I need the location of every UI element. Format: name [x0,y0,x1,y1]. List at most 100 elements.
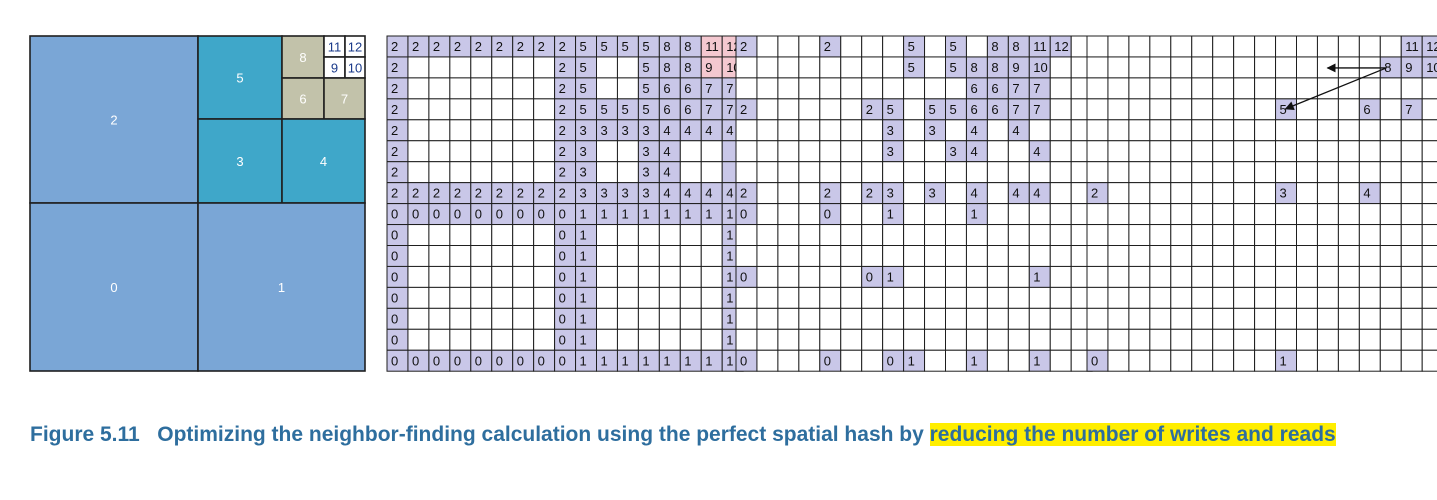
hash-cell-rect [861,119,884,142]
hash-cell-label: 5 [580,102,587,117]
hash-cell [1379,307,1402,330]
hash-cell [1379,35,1402,58]
hash-cell-rect [428,265,451,288]
hash-cell-rect [735,140,758,163]
hash-cell-rect [1049,77,1072,100]
hash-cell [1212,161,1235,184]
hash-cell-rect [616,77,639,100]
hash-cell-rect [1149,77,1172,100]
hash-cell [533,98,556,121]
hash-cell-rect [491,56,514,79]
hash-cell: 3 [575,119,597,142]
hash-cell [840,35,863,58]
hash-cell-label: 7 [1012,81,1019,96]
hash-cell-label: 2 [740,39,747,54]
hash-cell-rect [512,98,535,121]
hash-cell: 0 [386,224,409,247]
hash-cell [798,307,821,330]
hash-cell [1028,286,1051,309]
hash-cell [1049,119,1072,142]
hash-cell-rect [1296,203,1318,226]
hash-cell [1296,161,1318,184]
hash-cell-rect [1191,203,1214,226]
hash-cell-rect [840,119,863,142]
hash-cell: 2 [491,35,514,58]
hash-cell-label: 5 [642,81,649,96]
hash-cell [1316,98,1339,121]
hash-cell [1212,35,1235,58]
hash-cell-rect [1007,349,1030,372]
hash-cell [1421,307,1437,330]
hash-cell-rect [1191,182,1214,205]
hash-cell-rect [1128,77,1151,100]
hash-cell [840,265,863,288]
hash-cell: 6 [965,98,988,121]
hash-cell-rect [1337,119,1360,142]
hash-cell: 1 [596,349,618,372]
hash-cell [1358,224,1381,247]
hash-cell [1007,349,1030,372]
hash-cell-rect [1316,349,1339,372]
hash-cell: 2 [386,161,409,184]
hash-cell-rect [700,140,723,163]
hash-cell [1254,140,1277,163]
hash-cell [1233,98,1256,121]
hash-cell: 1 [658,203,681,226]
hash-cell-rect [1191,161,1214,184]
hash-cell [491,77,514,100]
hash-cell [616,245,639,267]
hash-cell-rect [428,161,451,184]
hash-cell [428,119,451,142]
hash-cell [512,307,535,330]
hash-cell [407,140,430,163]
hash-cell [840,245,863,267]
hash-cell [1212,349,1235,372]
hash-cell [470,119,493,142]
hash-cell-label: 5 [601,102,608,117]
hash-cell-rect [840,77,863,100]
hash-cell-label: 1 [726,207,733,222]
hash-cell [819,328,842,351]
hash-cell-label: 5 [580,60,587,75]
hash-cell: 3 [575,161,597,184]
hash-cell-rect [882,328,905,351]
hash-cell-rect [1233,265,1256,288]
hash-cell [756,265,779,288]
hash-cell [1028,203,1051,226]
hash-cell-rect [1128,35,1151,58]
hash-cell-rect [798,349,821,372]
hash-cell-rect [658,286,681,309]
hash-cell-rect [840,286,863,309]
hash-cell [945,286,967,309]
hash-cell: 7 [1007,98,1030,121]
hash-cell [1316,224,1339,247]
hash-cell-rect [428,56,451,79]
hash-cell [616,307,639,330]
hash-cell-label: 7 [705,102,712,117]
hash-cell-rect [1107,349,1130,372]
hash-cell: 7 [1028,98,1051,121]
hash-cell-rect [1128,140,1151,163]
hash-cell-label: 1 [726,353,733,368]
hash-cell-rect [1212,98,1235,121]
mesh-cell-label: 8 [299,50,306,65]
hash-cell-rect [819,161,842,184]
hash-cell [1191,328,1214,351]
hash-cell-rect [1007,140,1030,163]
hash-cell [965,245,988,267]
hash-cell-label: 1 [642,353,649,368]
hash-cell-rect [1337,35,1360,58]
hash-cell-label: 5 [908,39,915,54]
hash-cell [1170,161,1193,184]
hash-cell-label: 4 [684,123,691,138]
hash-cell-label: 6 [1363,102,1370,117]
hash-cell-label: 0 [412,353,419,368]
hash-cell: 0 [819,349,842,372]
hash-cell-rect [840,140,863,163]
hash-cell [819,224,842,247]
hash-cell [1007,245,1030,267]
hash-cell-label: 9 [705,60,712,75]
hash-cell [1128,161,1151,184]
hash-cell-rect [798,328,821,351]
hash-cell [861,140,884,163]
